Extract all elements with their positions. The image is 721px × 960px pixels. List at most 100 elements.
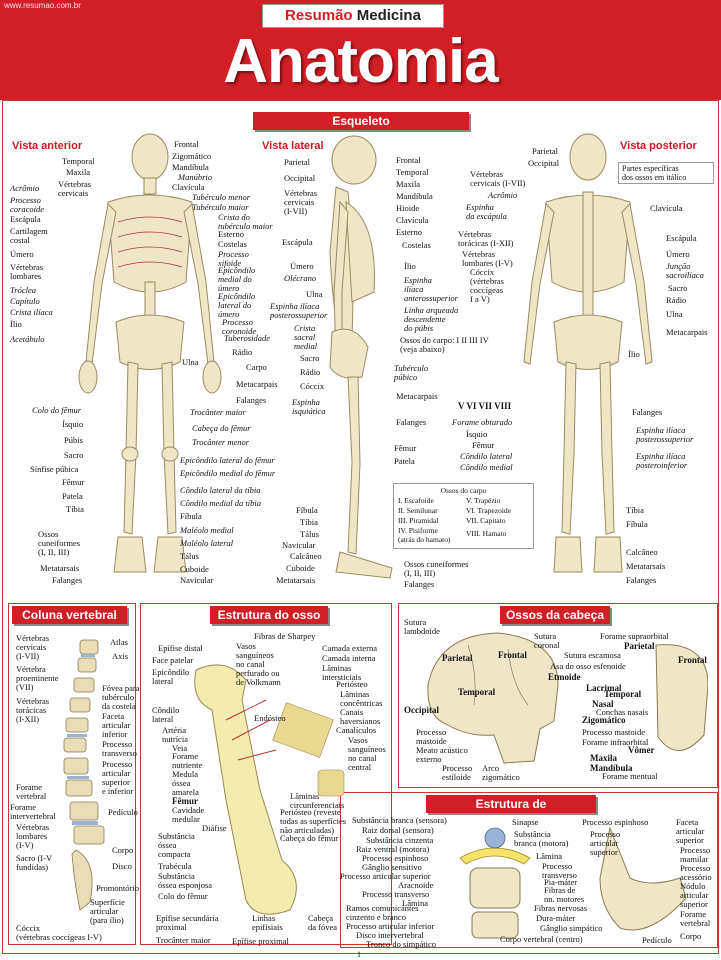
label-ant: Costelas bbox=[218, 239, 247, 249]
label-osso: Lâminas circunferenciais bbox=[290, 791, 345, 810]
label-osso: Lâminas intersticiais bbox=[322, 663, 362, 682]
carpo-item: VIII. Hamato bbox=[466, 529, 507, 538]
label-lat: Falanges bbox=[404, 579, 435, 589]
label-coluna: Corpo bbox=[112, 845, 134, 855]
label-osso: Trabécula bbox=[158, 861, 192, 871]
skeleton-lateral-illustration bbox=[329, 135, 393, 579]
label-vert: Aracnoide bbox=[398, 880, 434, 890]
label-post: Espinha ilíaca posterossuperior bbox=[636, 425, 694, 444]
label-cabeca: Frontal bbox=[678, 655, 707, 665]
label-lat: Hioide bbox=[396, 203, 420, 213]
skull-illustration bbox=[427, 632, 708, 764]
label-vert: Fibras nervosas bbox=[534, 903, 588, 913]
label-ant: Metatarsais bbox=[40, 563, 80, 573]
label-lat: Maxila bbox=[396, 179, 421, 189]
label-ant: Cartilagem costal bbox=[10, 226, 48, 245]
label-cabeca: Frontal bbox=[498, 650, 527, 660]
label-coluna: Axis bbox=[112, 651, 129, 661]
label-coluna: Pedículo bbox=[108, 807, 138, 817]
site-url: www.resumao.com.br bbox=[4, 1, 81, 10]
section-coluna: Coluna vertebral bbox=[12, 606, 127, 624]
label-post: Ulna bbox=[666, 309, 683, 319]
label-post: Côndilo lateral bbox=[460, 451, 513, 461]
label-post: Metatarsais bbox=[626, 561, 666, 571]
label-lat: Costelas bbox=[402, 240, 431, 250]
label-osso: Endósteo bbox=[254, 713, 286, 723]
label-lat: Ílio bbox=[404, 261, 416, 271]
label-vert: Processo espinhoso bbox=[582, 817, 649, 827]
carpo-item: IV. Pisiforme (atrás do hamato) bbox=[398, 526, 451, 544]
label-post: Vértebras cervicais (I-VII) bbox=[470, 169, 526, 188]
view-anterior: Vista anterior bbox=[12, 140, 83, 152]
label-lat: Navicular bbox=[282, 540, 316, 550]
label-post: Metacarpais bbox=[666, 327, 708, 337]
label-lat: Falanges bbox=[396, 417, 427, 427]
label-coluna: Atlas bbox=[110, 637, 128, 647]
label-ant: Trocânter maior bbox=[190, 407, 246, 417]
label-vert: Forame vertebral bbox=[680, 909, 711, 928]
label-cabeca: Temporal bbox=[604, 689, 642, 699]
label-vert: Dura-máter bbox=[536, 913, 576, 923]
label-ant: Epicôndilo medial do úmero bbox=[218, 265, 256, 293]
page-number: 1 bbox=[357, 950, 361, 959]
label-osso: Colo do fêmur bbox=[158, 891, 208, 901]
label-post: V VI VII VIII bbox=[458, 401, 512, 411]
label-vert: Sinapse bbox=[512, 817, 539, 827]
label-coluna: Processo articular superior e inferior bbox=[102, 759, 134, 796]
panel-cabeca bbox=[398, 603, 718, 788]
label-ant: Maxila bbox=[66, 167, 91, 177]
label-ant: Trocânter menor bbox=[192, 437, 250, 447]
label-lat: Occipital bbox=[284, 173, 316, 183]
label-ant: Fêmur bbox=[62, 477, 85, 487]
panel-coluna bbox=[8, 603, 136, 945]
label-post: Espinha ilíaca posteroinferior bbox=[636, 451, 688, 470]
label-cabeca: Conchas nasais bbox=[596, 707, 649, 717]
label-osso: Periósteo bbox=[336, 679, 368, 689]
label-vert: Pia-máter bbox=[544, 877, 578, 887]
label-cabeca: Asa do osso esfenoide bbox=[550, 661, 626, 671]
label-lat: Esterno bbox=[396, 227, 422, 237]
label-lat: Tubérculo púbico bbox=[394, 363, 429, 382]
label-ant: Patela bbox=[62, 491, 83, 501]
label-cabeca: Occipital bbox=[404, 705, 439, 715]
label-ant: Processo coronoide bbox=[222, 317, 257, 336]
label-ant: Côndilo medial da tíbia bbox=[180, 498, 261, 508]
label-ant: Ílio bbox=[10, 319, 22, 329]
label-cabeca: Arco zigomático bbox=[482, 763, 520, 782]
label-cabeca: Meato acústico externo bbox=[416, 745, 468, 764]
label-ant: Manúbrio bbox=[178, 172, 212, 182]
brand-medicina: Medicina bbox=[356, 7, 421, 24]
label-cabeca: Sutura escamosa bbox=[564, 650, 621, 660]
label-ant: Metacarpais bbox=[236, 379, 278, 389]
section-vertebras: Estrutura de vértebras/nervos bbox=[426, 795, 596, 829]
label-ant: Tubérculo menor bbox=[192, 192, 251, 202]
label-lat: Parietal bbox=[284, 157, 310, 167]
label-lat: Fêmur bbox=[394, 443, 417, 453]
label-vert: Ramos comunicantes cinzento e branco bbox=[346, 903, 419, 922]
label-ant: Esterno bbox=[218, 229, 244, 239]
view-posterior: Vista posterior bbox=[620, 140, 697, 152]
spine-illustration bbox=[63, 639, 105, 911]
label-osso: Canalículos bbox=[336, 725, 377, 735]
label-osso: Veia bbox=[172, 743, 188, 753]
label-ant: Úmero bbox=[10, 249, 34, 259]
label-post: Escápula bbox=[666, 233, 697, 243]
label-ant: Processo coracoide bbox=[10, 195, 44, 214]
label-ant: Tróclea bbox=[10, 285, 36, 295]
label-coluna: Vértebras cervicais (I-VII) bbox=[16, 633, 50, 661]
label-ant: Carpo bbox=[246, 362, 267, 372]
label-lat: Escápula bbox=[282, 237, 313, 247]
label-osso: Epífise secundária proximal bbox=[156, 913, 219, 932]
label-post: Fíbula bbox=[626, 519, 648, 529]
label-cabeca: Forame supraorbital bbox=[600, 631, 669, 641]
label-lat: Linha arqueada descendente do púbis bbox=[404, 305, 459, 333]
label-ant: Tubérculo maior bbox=[192, 202, 249, 212]
label-cabeca: Lacrimal bbox=[586, 683, 622, 693]
label-lat: Ossos cuneiformes (I, II, III) bbox=[404, 559, 469, 578]
label-vert: Substância branca (sensora) bbox=[352, 815, 447, 825]
label-osso: Cavidade medular bbox=[172, 805, 205, 824]
italic-note: Partes específicas dos ossos em itálico bbox=[618, 162, 714, 184]
label-cabeca: Maxila bbox=[590, 753, 617, 763]
label-lat: Ulna bbox=[306, 289, 323, 299]
label-lat: Cóccix bbox=[300, 381, 325, 391]
